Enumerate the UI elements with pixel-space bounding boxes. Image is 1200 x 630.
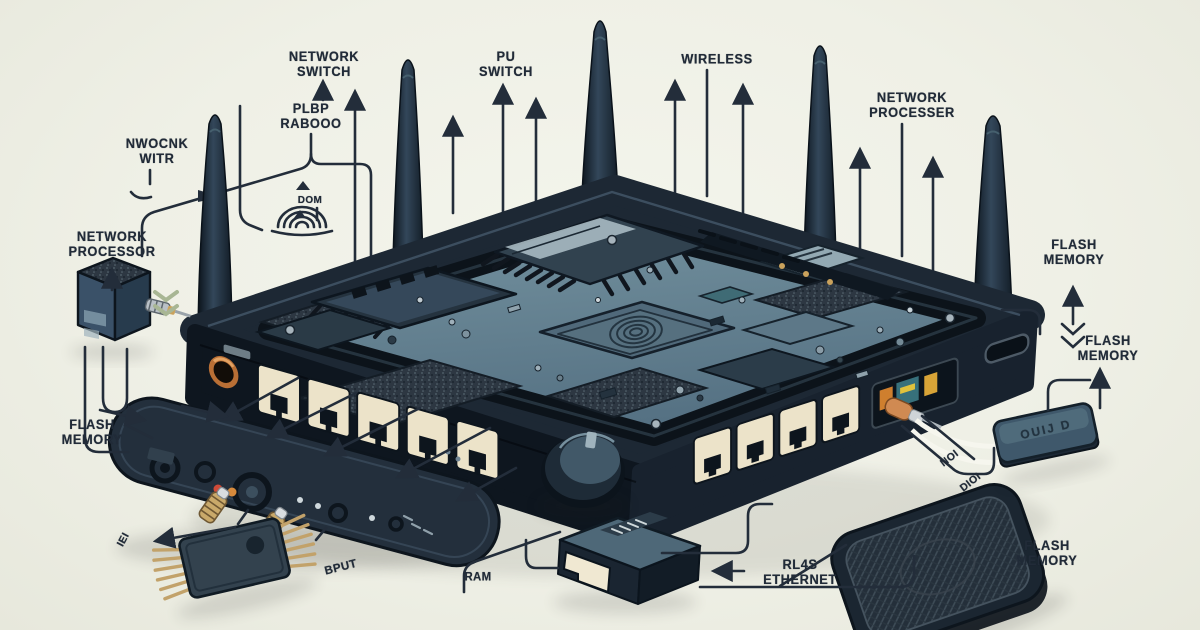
ethernet-ports bbox=[208, 344, 500, 480]
label-rj45-ethernet: RL4S ETHERNET bbox=[763, 557, 837, 587]
router-body bbox=[180, 175, 1045, 548]
arrow-icon bbox=[219, 376, 300, 422]
rj45-jack-module bbox=[553, 512, 702, 614]
label-plbp-raboo: PLBP RABOOO bbox=[280, 101, 342, 131]
rj45-port bbox=[692, 426, 732, 485]
arrow-icon bbox=[395, 426, 492, 479]
arrow-icon bbox=[455, 466, 518, 502]
arrow-icon bbox=[265, 391, 358, 439]
antenna bbox=[197, 114, 233, 335]
chevron-down-icon bbox=[153, 290, 179, 317]
label-ram: RAM bbox=[464, 569, 492, 584]
rj45-port bbox=[735, 412, 775, 471]
pcb bbox=[254, 213, 986, 446]
label-nwocnk-witr: NWOCNK WITR bbox=[125, 136, 189, 166]
arrow-icon bbox=[180, 401, 230, 423]
label-network-processor: NETWORK PROCESSOR bbox=[68, 229, 156, 259]
rj45-port bbox=[257, 363, 301, 424]
connector-strip bbox=[700, 232, 900, 300]
screw-connector bbox=[144, 298, 191, 318]
usb-slot bbox=[984, 333, 1030, 364]
network-cube-module bbox=[70, 256, 191, 360]
label-flash-memory-left: FLASH MEMORY bbox=[61, 417, 123, 447]
cpu-shield-chip bbox=[480, 213, 705, 297]
rj45-socket bbox=[562, 550, 612, 594]
arrow-icon bbox=[152, 525, 237, 549]
chip bbox=[696, 347, 838, 391]
flash-slab bbox=[992, 402, 1111, 486]
triangle-arrow-icon bbox=[296, 181, 310, 190]
pcb-screws bbox=[284, 234, 956, 430]
arrow-icon bbox=[323, 406, 422, 457]
remote-buttons bbox=[147, 447, 434, 536]
arrow-icon bbox=[98, 405, 148, 427]
chip bbox=[740, 310, 856, 346]
rj45-port bbox=[455, 419, 500, 480]
antenna-jack bbox=[208, 356, 239, 389]
antenna bbox=[580, 20, 620, 221]
label-flash-memory-bottom-right: FLASH MEMORY bbox=[1016, 538, 1078, 568]
label-network-processer: NETWORK PROCESSER bbox=[869, 90, 955, 120]
label-flash-memory-right-mid: FLASH MEMORY bbox=[1077, 333, 1139, 363]
label-network-switch: NETWORK SWITCH bbox=[288, 49, 360, 79]
chevron-down-icon bbox=[1060, 335, 1086, 349]
rj45-port bbox=[778, 398, 818, 458]
wan-ports bbox=[692, 333, 1030, 485]
cpu-chip bbox=[538, 300, 736, 360]
flash-pad bbox=[830, 483, 1068, 630]
annotation-lines-bottom bbox=[83, 266, 1112, 594]
rj45-port bbox=[821, 385, 861, 444]
ic-chip bbox=[151, 513, 318, 619]
ram-chip bbox=[254, 265, 518, 352]
label-flash-memory-right-top: FLASH MEMORY bbox=[1043, 237, 1105, 267]
small-components bbox=[387, 266, 914, 402]
label-wireless: WIRELESS bbox=[681, 51, 753, 67]
knurled-connector bbox=[198, 486, 230, 524]
chevron-down-icon bbox=[1060, 322, 1086, 336]
wifi-arcs-icon bbox=[270, 205, 334, 237]
label-dom: DOM bbox=[297, 194, 323, 207]
chip bbox=[697, 286, 755, 304]
volume-knob bbox=[537, 431, 629, 518]
label-pu-switch: PU SWITCH bbox=[478, 49, 534, 79]
